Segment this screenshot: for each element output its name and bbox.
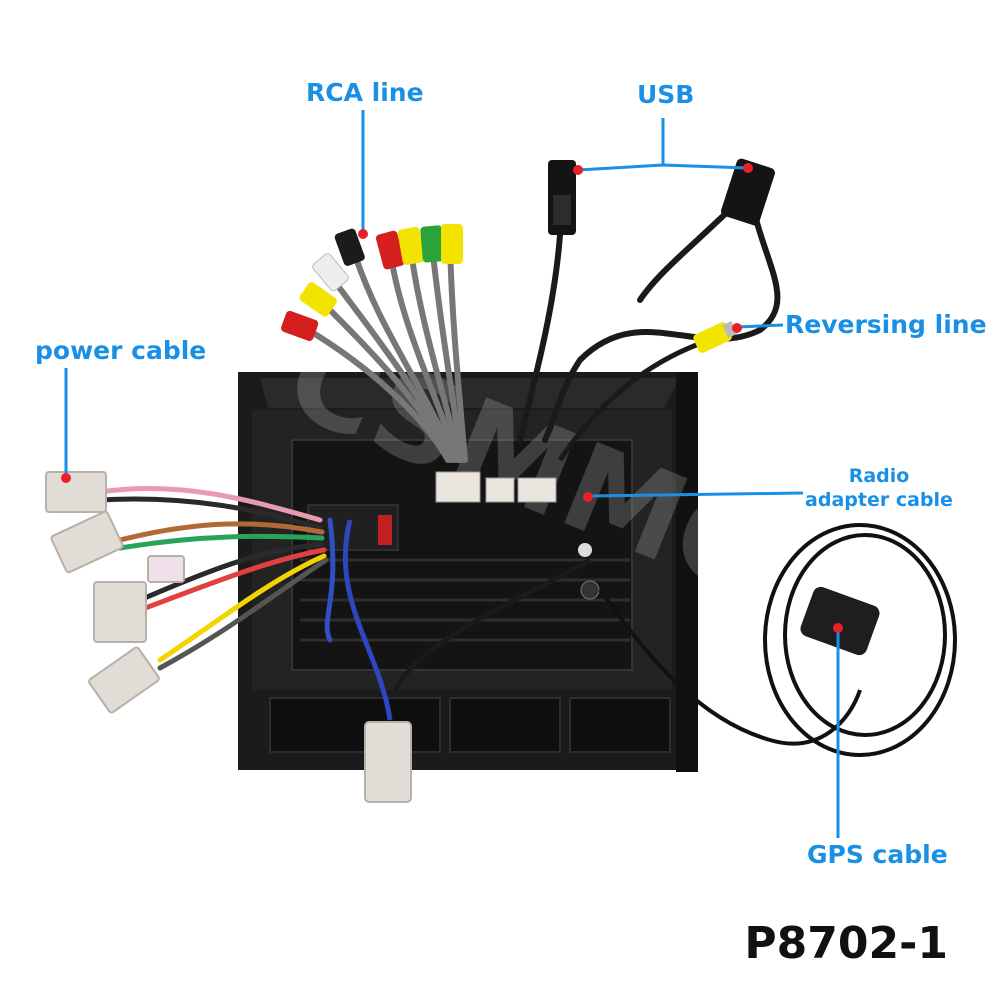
reversing-cable — [557, 337, 711, 462]
marker-dots — [61, 163, 843, 633]
radio-adapter-plug — [364, 721, 412, 803]
rca-bundle-wires — [297, 242, 468, 463]
radio-label-line-2: adapter cable — [805, 489, 953, 511]
rca-line-label: RCA line — [306, 78, 424, 107]
gps-cable-label: GPS cable — [807, 840, 948, 869]
gps-cable — [598, 523, 957, 757]
radio-adapter-cable-label: Radio adapter cable — [804, 464, 954, 512]
power-connectors — [45, 471, 185, 714]
model-number: P8702-1 — [744, 918, 948, 969]
power-cable-label: power cable — [35, 336, 207, 365]
reversing-line-label: Reversing line — [785, 310, 987, 339]
rear-connectors — [307, 471, 600, 600]
usb-label: USB — [637, 80, 695, 109]
reversing-rca-plug — [693, 321, 738, 353]
leader-lines — [64, 110, 840, 838]
radio-label-line-1: Radio — [848, 465, 910, 487]
power-harness-wires — [97, 485, 336, 671]
usb-plug-right — [721, 158, 775, 226]
rca-plugs — [281, 224, 463, 341]
gps-antenna — [800, 586, 880, 656]
radio-adapter-cable — [342, 519, 592, 721]
